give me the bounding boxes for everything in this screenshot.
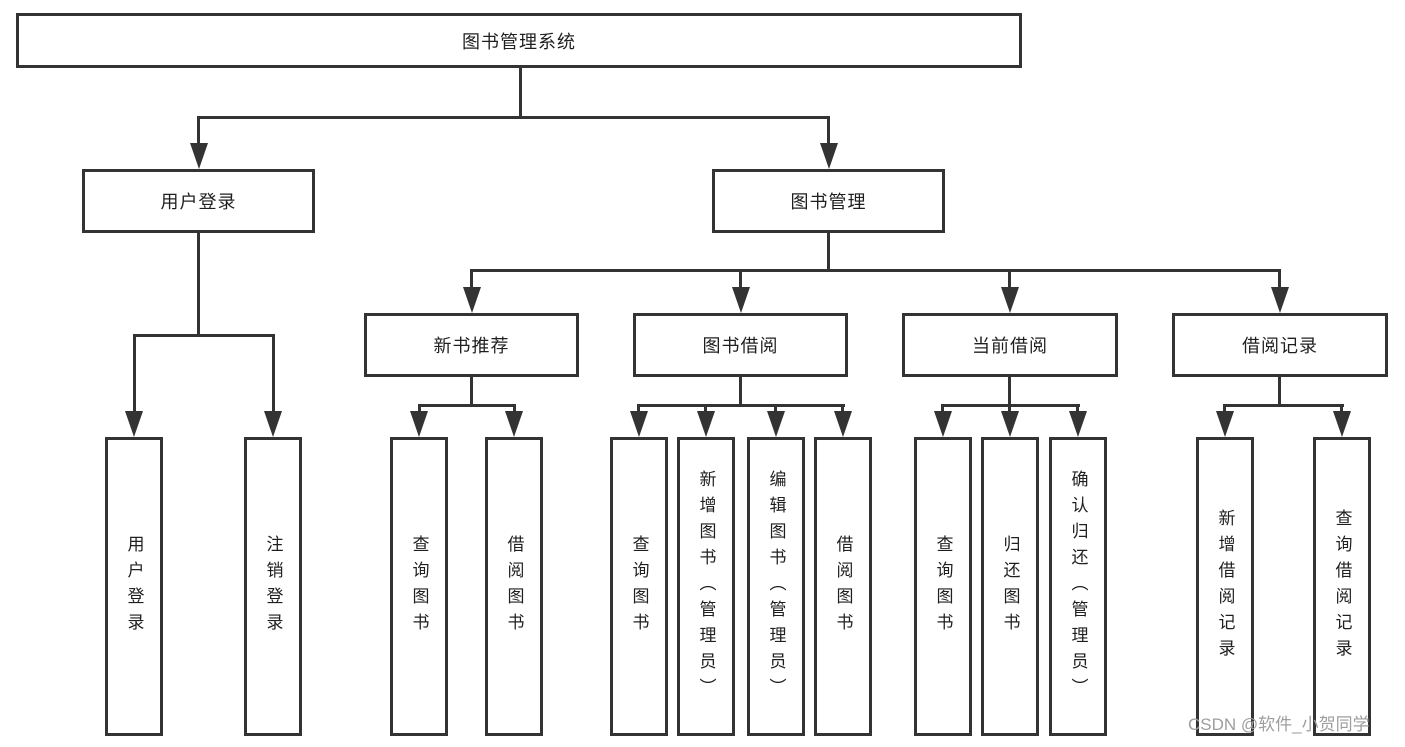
- node-user-login-group: 用户登录: [82, 169, 315, 233]
- connector-arrow-stem: [470, 269, 473, 292]
- arrowhead-down-icon: [463, 287, 481, 313]
- connector-root-branch: [197, 116, 830, 119]
- connector-arrow-stem: [739, 269, 742, 292]
- connector-arrow-stem: [197, 116, 200, 148]
- leaf-edit-books-admin: 编辑图书（管理员）: [747, 437, 805, 736]
- leaf-borrow-books-recommend: 借阅图书: [485, 437, 543, 736]
- node-borrow-records: 借阅记录: [1172, 313, 1388, 377]
- arrowhead-down-icon: [1271, 287, 1289, 313]
- connector-branch: [638, 404, 845, 407]
- connector-branch: [942, 404, 1080, 407]
- connector-arrow-stem: [774, 404, 777, 417]
- connector-stem: [827, 233, 830, 272]
- csdn-watermark: CSDN @软件_小贺同学: [1188, 715, 1370, 734]
- connector-arrow-stem: [704, 404, 707, 417]
- arrowhead-down-icon: [505, 411, 523, 437]
- node-root: 图书管理系统: [16, 13, 1022, 68]
- connector-stem: [1278, 377, 1281, 407]
- arrowhead-down-icon: [1333, 411, 1351, 437]
- connector-branch: [470, 269, 1281, 272]
- leaf-borrow-books: 借阅图书: [814, 437, 872, 736]
- arrowhead-down-icon: [410, 411, 428, 437]
- arrowhead-down-icon: [630, 411, 648, 437]
- leaf-confirm-return-admin: 确认归还（管理员）: [1049, 437, 1107, 736]
- arrowhead-down-icon: [1001, 411, 1019, 437]
- connector-arrow-stem: [1278, 269, 1281, 292]
- arrowhead-down-icon: [732, 287, 750, 313]
- connector-arrow-stem: [1223, 404, 1226, 417]
- leaf-user-login: 用户登录: [105, 437, 163, 736]
- leaf-add-books-admin: 新增图书（管理员）: [677, 437, 735, 736]
- connector-arrow-stem: [133, 334, 136, 416]
- arrowhead-down-icon: [820, 143, 838, 169]
- connector-arrow-stem: [841, 404, 844, 417]
- connector-branch: [1224, 404, 1344, 407]
- node-book-borrow: 图书借阅: [633, 313, 848, 377]
- leaf-query-books-current: 查询图书: [914, 437, 972, 736]
- connector-arrow-stem: [272, 334, 275, 416]
- arrowhead-down-icon: [1216, 411, 1234, 437]
- arrowhead-down-icon: [190, 143, 208, 169]
- arrowhead-down-icon: [697, 411, 715, 437]
- leaf-query-borrow-record: 查询借阅记录: [1313, 437, 1371, 736]
- connector-root-stem: [519, 68, 522, 119]
- arrowhead-down-icon: [934, 411, 952, 437]
- arrowhead-down-icon: [834, 411, 852, 437]
- leaf-add-borrow-record: 新增借阅记录: [1196, 437, 1254, 736]
- arrowhead-down-icon: [767, 411, 785, 437]
- connector-arrow-stem: [513, 404, 516, 417]
- node-new-book-recommend: 新书推荐: [364, 313, 579, 377]
- connector-arrow-stem: [637, 404, 640, 417]
- connector-arrow-stem: [941, 404, 944, 417]
- connector-stem: [470, 377, 473, 407]
- leaf-logout: 注销登录: [244, 437, 302, 736]
- arrowhead-down-icon: [264, 411, 282, 437]
- node-book-management: 图书管理: [712, 169, 945, 233]
- leaf-return-books: 归还图书: [981, 437, 1039, 736]
- connector-stem: [197, 233, 200, 337]
- arrowhead-down-icon: [1069, 411, 1087, 437]
- connector-branch: [418, 404, 516, 407]
- connector-arrow-stem: [1076, 404, 1079, 417]
- connector-arrow-stem: [1008, 269, 1011, 292]
- leaf-query-books-borrow: 查询图书: [610, 437, 668, 736]
- connector-stem: [1008, 377, 1011, 407]
- connector-arrow-stem: [418, 404, 421, 417]
- connector-arrow-stem: [827, 116, 830, 148]
- arrowhead-down-icon: [125, 411, 143, 437]
- connector-arrow-stem: [1008, 404, 1011, 417]
- connector-arrow-stem: [1340, 404, 1343, 417]
- arrowhead-down-icon: [1001, 287, 1019, 313]
- connector-stem: [739, 377, 742, 407]
- leaf-query-books-recommend: 查询图书: [390, 437, 448, 736]
- node-current-borrow: 当前借阅: [902, 313, 1118, 377]
- connector-branch: [133, 334, 275, 337]
